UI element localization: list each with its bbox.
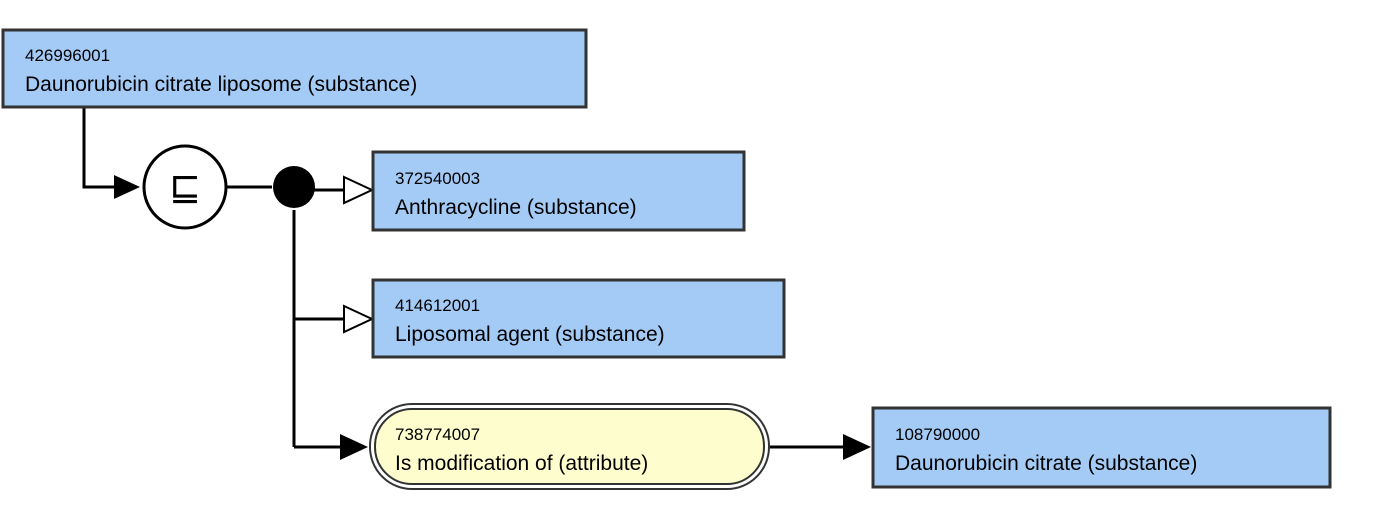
parent2-isa-arrowhead <box>343 304 375 334</box>
conjunction-node <box>273 166 315 208</box>
value-concept-term: Daunorubicin citrate (substance) <box>895 452 1197 475</box>
parent1-concept-id: 372540003 <box>395 169 480 188</box>
focus-concept-box[interactable]: 426996001 Daunorubicin citrate liposome … <box>1 28 588 109</box>
attribute-arrowhead <box>340 434 368 460</box>
parent-concept-box-anthracycline[interactable]: 372540003 Anthracycline (substance) <box>371 150 746 232</box>
parent1-concept-term: Anthracycline (substance) <box>395 196 637 219</box>
attribute-value-box[interactable]: 108790000 Daunorubicin citrate (substanc… <box>871 406 1332 489</box>
focus-concept-id: 426996001 <box>25 46 110 65</box>
definition-status-node: ⊑ <box>142 144 228 230</box>
subsumption-symbol: ⊑ <box>169 165 201 209</box>
connectors <box>82 108 845 449</box>
focus-concept-term: Daunorubicin citrate liposome (substance… <box>25 73 417 96</box>
parent2-concept-id: 414612001 <box>395 296 480 315</box>
parent-concept-box-liposomal-agent[interactable]: 414612001 Liposomal agent (substance) <box>371 278 786 359</box>
attribute-id: 738774007 <box>395 425 480 444</box>
parent1-isa-arrowhead <box>343 175 375 205</box>
parent2-concept-term: Liposomal agent (substance) <box>395 323 665 346</box>
attribute-box[interactable]: 738774007 Is modification of (attribute) <box>369 403 770 490</box>
focus-to-status-line <box>82 108 118 189</box>
value-concept-id: 108790000 <box>895 425 980 444</box>
attribute-term: Is modification of (attribute) <box>395 452 648 475</box>
value-arrowhead <box>843 434 871 460</box>
focus-to-status-arrowhead <box>114 175 140 199</box>
